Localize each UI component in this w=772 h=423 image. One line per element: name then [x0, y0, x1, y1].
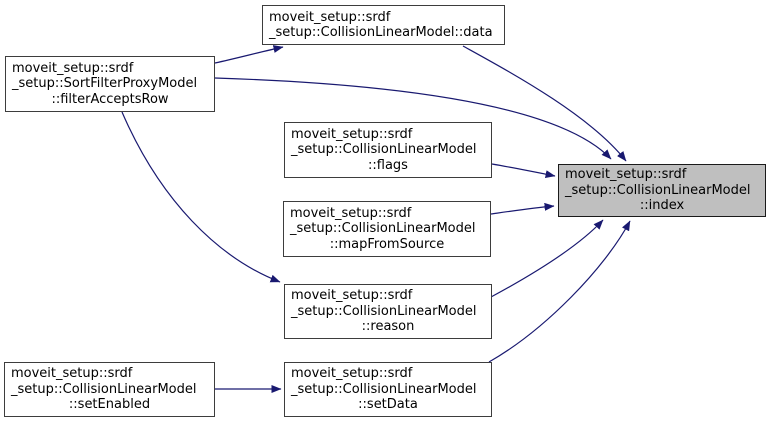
- edge-filterAcceptsRow-to-reason: [121, 111, 281, 283]
- node-label-line: moveit_setup::srdf: [565, 167, 687, 183]
- node-label-line: _setup::CollisionLinearModel: [291, 381, 477, 397]
- edge-filterAcceptsRow-to-index: [214, 77, 612, 160]
- node-label-line: _setup::CollisionLinearModel: [290, 221, 476, 237]
- edge-mapFromSource-to-index: [490, 202, 555, 215]
- node-flags[interactable]: moveit_setup::srdf_setup::CollisionLinea…: [284, 122, 492, 178]
- node-label-line: _setup::CollisionLinearModel: [291, 142, 477, 158]
- node-label-line: moveit_setup::srdf: [291, 126, 413, 142]
- edge-setData-to-index: [488, 220, 631, 363]
- node-setEnabled[interactable]: moveit_setup::srdf_setup::CollisionLinea…: [4, 362, 215, 417]
- node-label-line: ::index: [639, 198, 685, 214]
- node-label-line: _setup::CollisionLinearModel::data: [269, 25, 493, 40]
- node-label-line: ::filterAcceptsRow: [51, 91, 169, 107]
- node-label-line: ::flags: [368, 157, 408, 173]
- node-setData[interactable]: moveit_setup::srdf_setup::CollisionLinea…: [284, 362, 492, 417]
- node-label-line: ::mapFromSource: [329, 236, 445, 252]
- edge-data-to-index: [462, 45, 627, 162]
- node-filterAcceptsRow[interactable]: moveit_setup::srdf_setup::SortFilterProx…: [5, 56, 215, 112]
- node-label-line: moveit_setup::srdf: [290, 205, 412, 221]
- node-label-line: moveit_setup::srdf: [291, 288, 413, 304]
- node-data[interactable]: moveit_setup::srdf_setup::CollisionLinea…: [262, 5, 505, 45]
- node-label-line: _setup::CollisionLinearModel: [11, 381, 197, 397]
- edge-reason-to-index: [490, 219, 604, 298]
- node-label-line: ::setData: [358, 397, 418, 413]
- node-mapFromSource[interactable]: moveit_setup::srdf_setup::CollisionLinea…: [283, 201, 491, 257]
- node-label-line: _setup::CollisionLinearModel: [291, 303, 477, 319]
- node-label-line: _setup::SortFilterProxyModel: [12, 76, 198, 92]
- node-label-line: moveit_setup::srdf: [269, 9, 391, 25]
- node-reason[interactable]: moveit_setup::srdf_setup::CollisionLinea…: [284, 284, 492, 339]
- node-label-line: moveit_setup::srdf: [12, 60, 134, 76]
- node-label-line: ::reason: [361, 319, 415, 335]
- node-label-line: moveit_setup::srdf: [291, 366, 413, 382]
- node-index[interactable]: moveit_setup::srdf_setup::CollisionLinea…: [558, 164, 766, 217]
- node-label-line: ::setEnabled: [68, 397, 151, 413]
- edge-flags-to-index: [491, 163, 556, 179]
- edge-filterAcceptsRow-to-data: [214, 45, 284, 64]
- node-label-line: _setup::CollisionLinearModel: [565, 182, 751, 198]
- node-label-line: moveit_setup::srdf: [11, 366, 133, 382]
